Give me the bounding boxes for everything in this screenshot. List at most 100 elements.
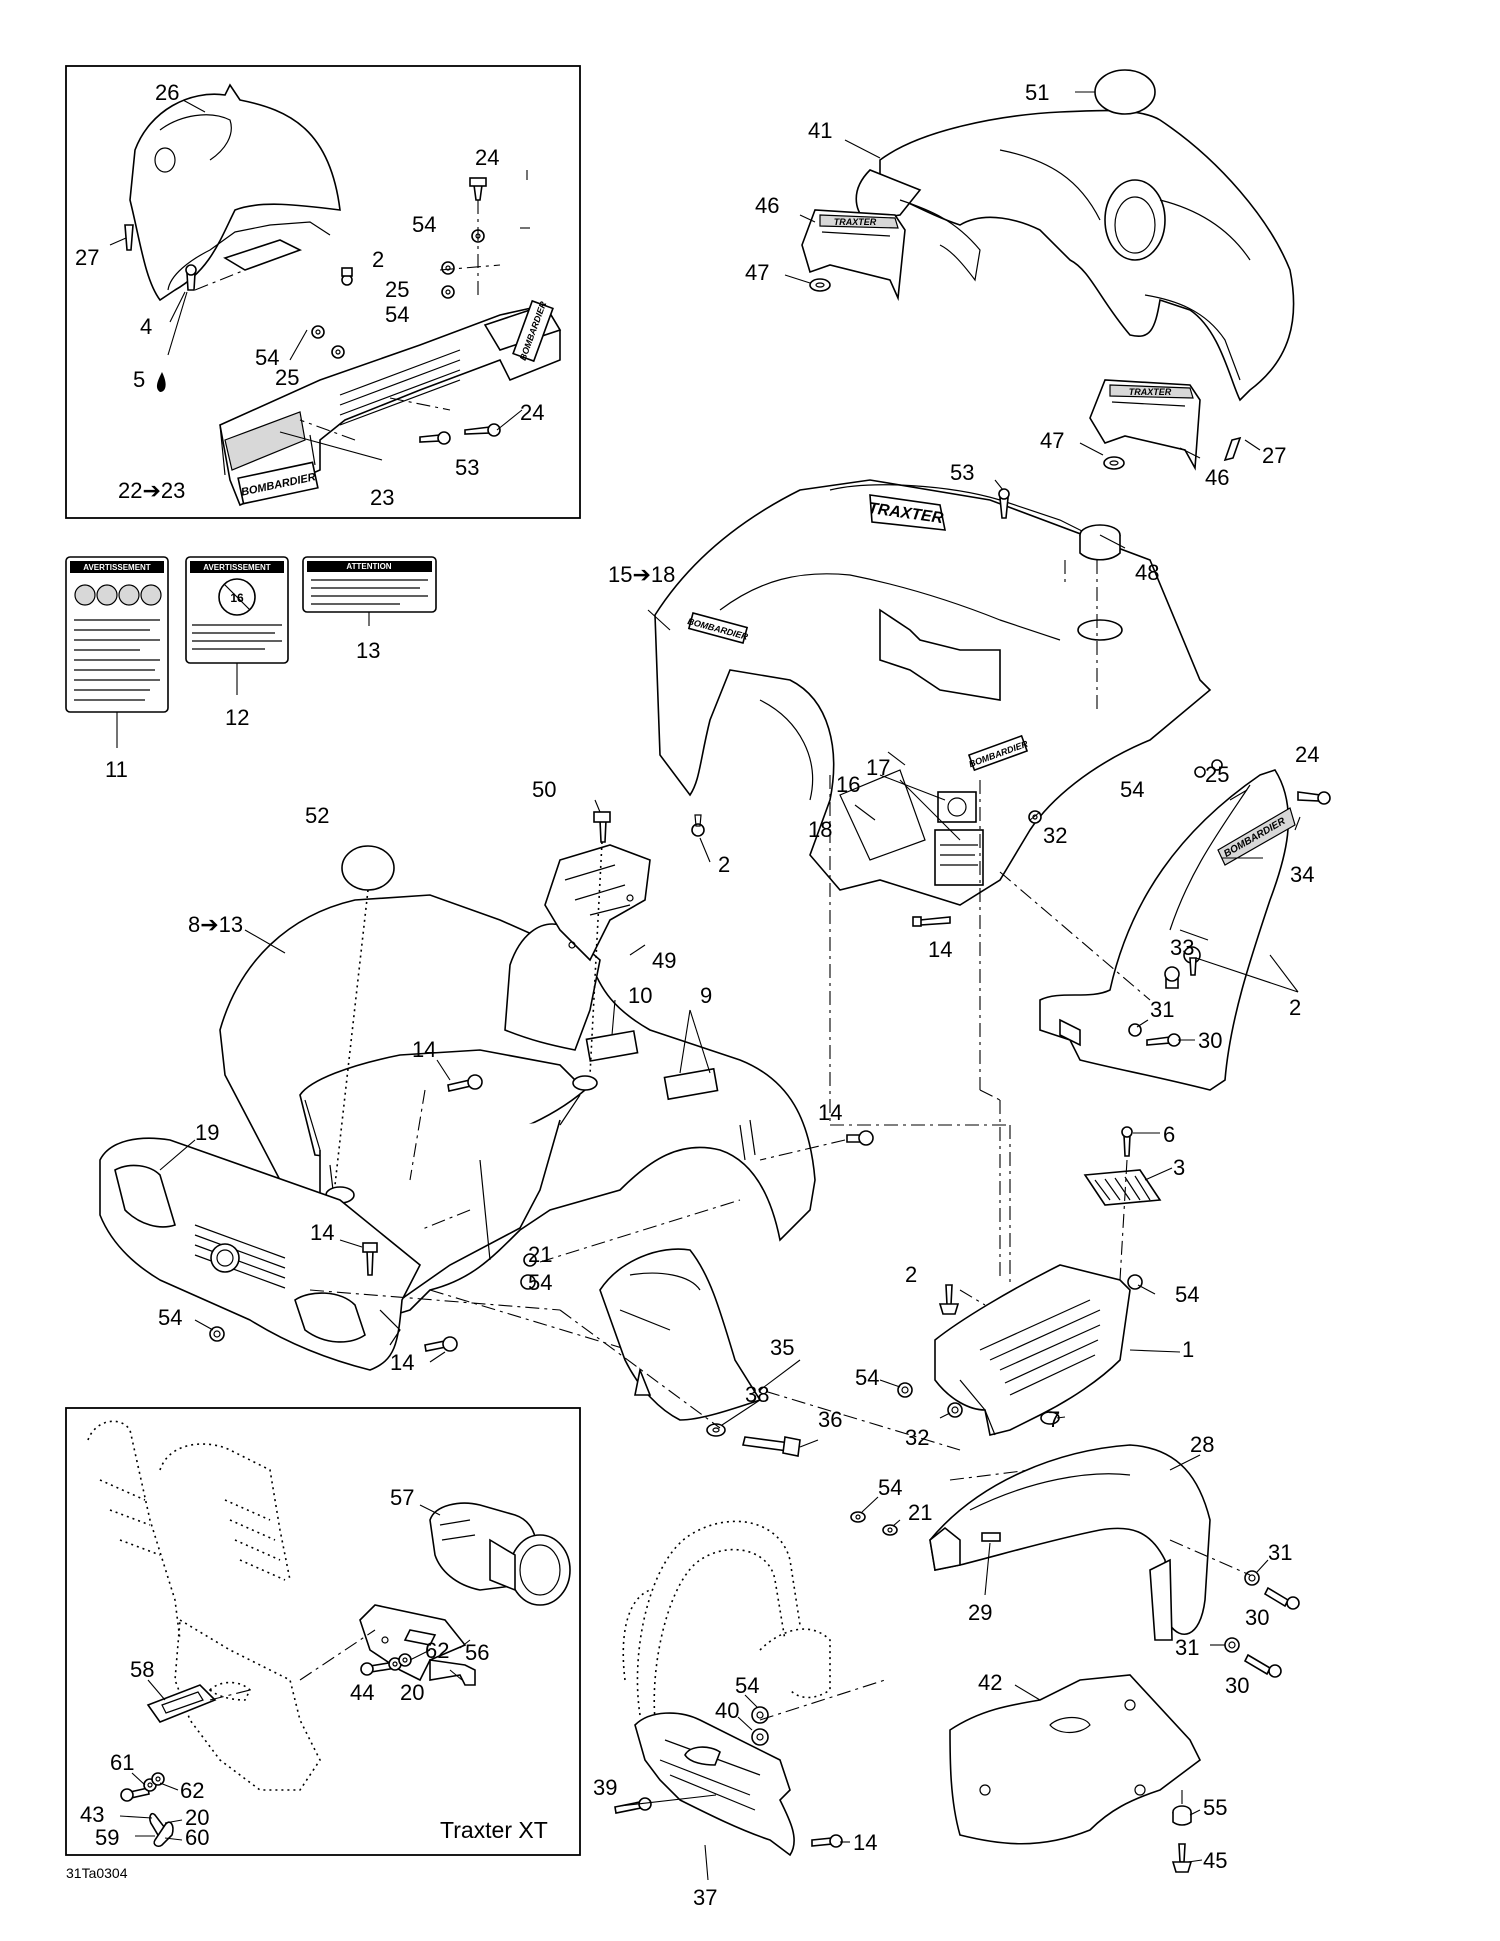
callout-45: 45 [1203, 1848, 1227, 1873]
traxter-xt-inset-label: Traxter XT [440, 1817, 548, 1843]
attention-decal-13: ATTENTION [302, 556, 437, 613]
rear-fender-flare-33: BOMBARDIER [1039, 759, 1331, 1091]
callout-22-23: 22➔23 [118, 478, 185, 503]
callout-47: 47 [1040, 428, 1064, 453]
winch-guard-assembly [87, 1420, 321, 1791]
inset1-leader-lines [109, 99, 530, 461]
callout-2: 2 [905, 1262, 917, 1287]
callout-30: 30 [1198, 1028, 1222, 1053]
decal-12-title: AVERTISSEMENT [203, 563, 271, 572]
callout-54: 54 [878, 1475, 902, 1500]
bumper-fasteners [209, 1242, 537, 1352]
callout-4: 4 [140, 314, 152, 339]
callout-18: 18 [808, 817, 832, 842]
callout-2: 2 [718, 852, 730, 877]
footrest-fasteners [897, 1126, 1143, 1425]
callout-13: 13 [356, 638, 380, 663]
callout-2: 2 [1289, 995, 1301, 1020]
callout-24: 24 [520, 400, 544, 425]
front-brush-guard [622, 1520, 831, 1721]
front-fender-fasteners [850, 1511, 1300, 1678]
callout-31: 31 [1268, 1540, 1292, 1565]
footrest-leaders [829, 775, 1181, 1419]
warning-decal-12: AVERTISSEMENT 16 [185, 556, 289, 664]
callout-54: 54 [158, 1305, 182, 1330]
callout-25: 25 [385, 277, 409, 302]
callout-3: 3 [1173, 1155, 1185, 1180]
front-grille-22: BOMBARDIER BOMBARDIER [219, 300, 562, 507]
callout-24: 24 [1295, 742, 1319, 767]
callout-14: 14 [853, 1830, 877, 1855]
top-right-leaders [784, 91, 1261, 459]
warning-decal-11: AVERTISSEMENT [65, 556, 169, 713]
callout-58: 58 [130, 1657, 154, 1682]
storage-box-49 [544, 844, 651, 962]
callout-14: 14 [310, 1220, 334, 1245]
callout-54: 54 [1120, 777, 1144, 802]
front-body-leaders [244, 799, 846, 1231]
callout-39: 39 [593, 1775, 617, 1800]
winch-mount-plate-56 [359, 1604, 476, 1686]
callout-14: 14 [818, 1100, 842, 1125]
callout-61: 61 [110, 1750, 134, 1775]
callout-54: 54 [1175, 1282, 1199, 1307]
callout-57: 57 [390, 1485, 414, 1510]
callout-31: 31 [1175, 1635, 1199, 1660]
front-fender-leaders [861, 1454, 1269, 1646]
callout-29: 29 [968, 1600, 992, 1625]
footrest-cleat-3 [1083, 1169, 1162, 1206]
callout-54: 54 [385, 302, 409, 327]
callout-labels: 26 27 24 54 2 25 54 4 5 54 25 24 53 22➔2… [75, 80, 1319, 1910]
callout-49: 49 [652, 948, 676, 973]
skid-plate-37 [634, 1712, 795, 1857]
callout-32: 32 [1043, 823, 1067, 848]
callout-47: 47 [745, 260, 769, 285]
winch-57 [429, 1502, 571, 1606]
callout-42: 42 [978, 1670, 1002, 1695]
callout-27: 27 [1262, 443, 1286, 468]
callout-7: 7 [1048, 1407, 1060, 1432]
callout-31: 31 [1150, 997, 1174, 1022]
callout-2: 2 [372, 247, 384, 272]
callout-60: 60 [185, 1825, 209, 1850]
decal-13-title: ATTENTION [346, 562, 391, 571]
callout-25: 25 [275, 365, 299, 390]
callout-9: 9 [700, 983, 712, 1008]
callout-54: 54 [528, 1270, 552, 1295]
callout-21: 21 [908, 1500, 932, 1525]
skid-plate-42 [949, 1674, 1202, 1845]
front-grille-inset-frame [65, 65, 581, 519]
callout-54: 54 [735, 1673, 759, 1698]
callout-5: 5 [133, 367, 145, 392]
callout-17: 17 [866, 755, 890, 780]
callout-33: 33 [1170, 935, 1194, 960]
rear-body-leaders [647, 479, 1126, 863]
footrest-1 [934, 1264, 1131, 1436]
inner-front-panel-26 [129, 83, 341, 302]
traxter-xt-accessory-inset-frame [65, 1407, 581, 1856]
callout-23: 23 [370, 485, 394, 510]
lid-fasteners-47 [809, 278, 1242, 470]
callout-54: 54 [255, 345, 279, 370]
callout-21: 21 [528, 1242, 552, 1267]
callout-30: 30 [1225, 1673, 1249, 1698]
callout-54: 54 [412, 212, 436, 237]
callout-28: 28 [1190, 1432, 1214, 1457]
inset1-fasteners [124, 177, 501, 445]
callout-62: 62 [180, 1778, 204, 1803]
callout-14: 14 [928, 937, 952, 962]
callout-10: 10 [628, 983, 652, 1008]
callout-27: 27 [75, 245, 99, 270]
callout-30: 30 [1245, 1605, 1269, 1630]
guard-leaders [619, 1679, 886, 1881]
callout-34: 34 [1290, 862, 1314, 887]
callout-36: 36 [818, 1407, 842, 1432]
splash-guard-35 [599, 1248, 762, 1421]
callout-50: 50 [532, 777, 556, 802]
callout-48: 48 [1135, 560, 1159, 585]
callout-37: 37 [693, 1885, 717, 1910]
skid-plate-fasteners [1171, 1805, 1193, 1873]
callout-14: 14 [390, 1350, 414, 1375]
callout-52: 52 [305, 803, 329, 828]
callout-56: 56 [465, 1640, 489, 1665]
